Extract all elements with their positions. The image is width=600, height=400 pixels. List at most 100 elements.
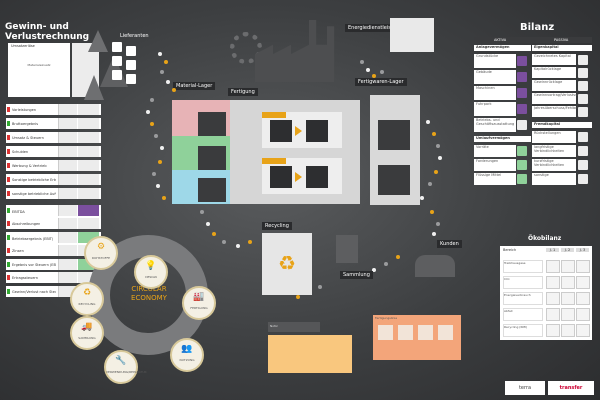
aktiva-row[interactable]: Grundstücke: [474, 54, 516, 68]
guv-value-cell[interactable]: [58, 118, 77, 129]
guv-row[interactable]: Werbung & Vertrieb: [6, 160, 101, 171]
passiva-chip[interactable]: [578, 107, 588, 117]
guv-value-cell[interactable]: [78, 160, 99, 171]
oeko-cell[interactable]: [546, 308, 560, 321]
oeko-cell[interactable]: [576, 308, 590, 321]
circular-node[interactable]: ⚙ROHSTOFFE: [84, 236, 118, 270]
oeko-cell[interactable]: [561, 260, 575, 273]
guv-value-cell[interactable]: [78, 272, 99, 283]
aktiva-chip[interactable]: [517, 56, 527, 66]
fremd-row[interactable]: langfristige Verbindlichkeiten: [532, 145, 576, 157]
aktiva-chip[interactable]: [517, 120, 527, 130]
flow-cell[interactable]: [438, 325, 453, 340]
guv-value-cell[interactable]: [58, 205, 77, 216]
guv-value-cell[interactable]: [58, 245, 77, 256]
oeko-cell[interactable]: [561, 292, 575, 305]
passiva-chip[interactable]: [578, 68, 588, 78]
aktiva-chip[interactable]: [517, 88, 527, 98]
material-slot[interactable]: [198, 146, 226, 170]
oeko-cell[interactable]: [576, 276, 590, 289]
guv-value-cell[interactable]: [78, 188, 99, 199]
circular-node[interactable]: 🔧VERWENDUNG/REPARATUR: [104, 350, 147, 384]
umlauf-row[interactable]: Flüssige Mittel: [474, 173, 516, 185]
guv-value-cell[interactable]: [58, 272, 77, 283]
guv-value-cell[interactable]: [58, 218, 77, 229]
guv-value-cell[interactable]: [78, 218, 99, 229]
umlauf-row[interactable]: Forderungen: [474, 159, 516, 171]
oeko-cell[interactable]: [561, 308, 575, 321]
oeko-cell[interactable]: [546, 292, 560, 305]
aktiva-row[interactable]: Fuhrpark: [474, 102, 516, 116]
sticky-note[interactable]: [268, 335, 352, 373]
passiva-row[interactable]: Jahresüberschuss/Fehlbetrag: [532, 106, 585, 117]
oeko-cell[interactable]: [546, 260, 560, 273]
passiva-chip[interactable]: [578, 94, 588, 104]
passiva-row[interactable]: Gezeichnetes Kapital: [532, 54, 576, 65]
guv-value-cell[interactable]: [78, 205, 99, 216]
material-slot[interactable]: [198, 178, 226, 202]
guv-value-cell[interactable]: [58, 188, 77, 199]
guv-row[interactable]: Betriebsergebnis (EBIT): [6, 232, 101, 245]
aktiva-row[interactable]: Maschinen: [474, 86, 516, 100]
guv-value-cell[interactable]: [58, 160, 77, 171]
oeko-cell[interactable]: [576, 292, 590, 305]
guv-value-cell[interactable]: [58, 174, 77, 185]
guv-value-cell[interactable]: [78, 118, 99, 129]
fremd-row[interactable]: kurzfristige Verbindlichkeiten: [532, 159, 576, 171]
fremd-chip[interactable]: [578, 160, 588, 170]
circular-node[interactable]: 🏭FERTIGUNG: [182, 286, 216, 320]
aktiva-row[interactable]: Betriebs- und Geschäftsausstattung: [474, 118, 516, 132]
guv-row[interactable]: Umsatz & Steuern: [6, 132, 101, 143]
oeko-cell[interactable]: [546, 324, 560, 337]
guv-value-cell[interactable]: [58, 104, 77, 115]
guv-value-cell[interactable]: [78, 104, 99, 115]
guv-value-cell[interactable]: [78, 146, 99, 157]
fremd-row[interactable]: Rückstellungen: [532, 131, 576, 143]
circular-node[interactable]: 👥NUTZUNG: [170, 338, 204, 372]
umlauf-chip[interactable]: [517, 160, 527, 170]
umlauf-chip[interactable]: [517, 146, 527, 156]
oeko-cell[interactable]: [561, 276, 575, 289]
fertigwaren-slot[interactable]: [378, 165, 410, 195]
guv-value-cell[interactable]: [58, 259, 77, 270]
circular-node[interactable]: ♻RECYCLING: [70, 282, 104, 316]
umlauf-row[interactable]: Vorräte: [474, 145, 516, 157]
oeko-cell[interactable]: [561, 324, 575, 337]
oeko-cell[interactable]: [546, 276, 560, 289]
guv-row[interactable]: Sonstige betriebliche Erträge: [6, 174, 101, 185]
aktiva-chip[interactable]: [517, 72, 527, 82]
passiva-chip[interactable]: [578, 81, 588, 91]
guv-row[interactable]: Ertragssteuern: [6, 272, 101, 283]
aktiva-chip[interactable]: [517, 104, 527, 114]
guv-value-cell[interactable]: [58, 146, 77, 157]
circular-node[interactable]: 🚚SAMMLUNG: [70, 316, 104, 350]
fremd-chip[interactable]: [578, 132, 588, 142]
flow-cell[interactable]: [398, 325, 413, 340]
guv-value-cell[interactable]: [58, 286, 77, 297]
umsatz-panel[interactable]: Umsatzerlöse Materialeinsatz: [8, 43, 70, 97]
material-slot[interactable]: [198, 112, 226, 136]
flow-cell[interactable]: [378, 325, 393, 340]
flow-cell[interactable]: [418, 325, 433, 340]
guv-row[interactable]: Bruttoergebnis: [6, 118, 101, 129]
guv-value-cell[interactable]: [58, 232, 77, 243]
guv-value-cell[interactable]: [78, 174, 99, 185]
circular-node[interactable]: 💡DESIGN: [134, 255, 168, 289]
recycling-bin[interactable]: ♻: [262, 233, 312, 295]
guv-row[interactable]: Vorleistungen: [6, 104, 101, 115]
fremd-chip[interactable]: [578, 174, 588, 184]
aktiva-row[interactable]: Gebäude: [474, 70, 516, 84]
passiva-row[interactable]: Kapitalrücklage: [532, 67, 576, 78]
guv-value-cell[interactable]: [78, 132, 99, 143]
fertigwaren-slot[interactable]: [378, 120, 410, 150]
fremd-chip[interactable]: [578, 146, 588, 156]
guv-value-cell[interactable]: [78, 232, 99, 243]
guv-row[interactable]: Abschreibungen: [6, 218, 101, 229]
lieferanten-trucks[interactable]: [112, 42, 152, 94]
guv-row[interactable]: EBITDA: [6, 205, 101, 218]
guv-value-cell[interactable]: [58, 132, 77, 143]
passiva-row[interactable]: Gewinnrücklage: [532, 80, 576, 91]
passiva-chip[interactable]: [578, 55, 588, 65]
guv-row[interactable]: sonstige betriebliche Aufwendungen: [6, 188, 101, 199]
